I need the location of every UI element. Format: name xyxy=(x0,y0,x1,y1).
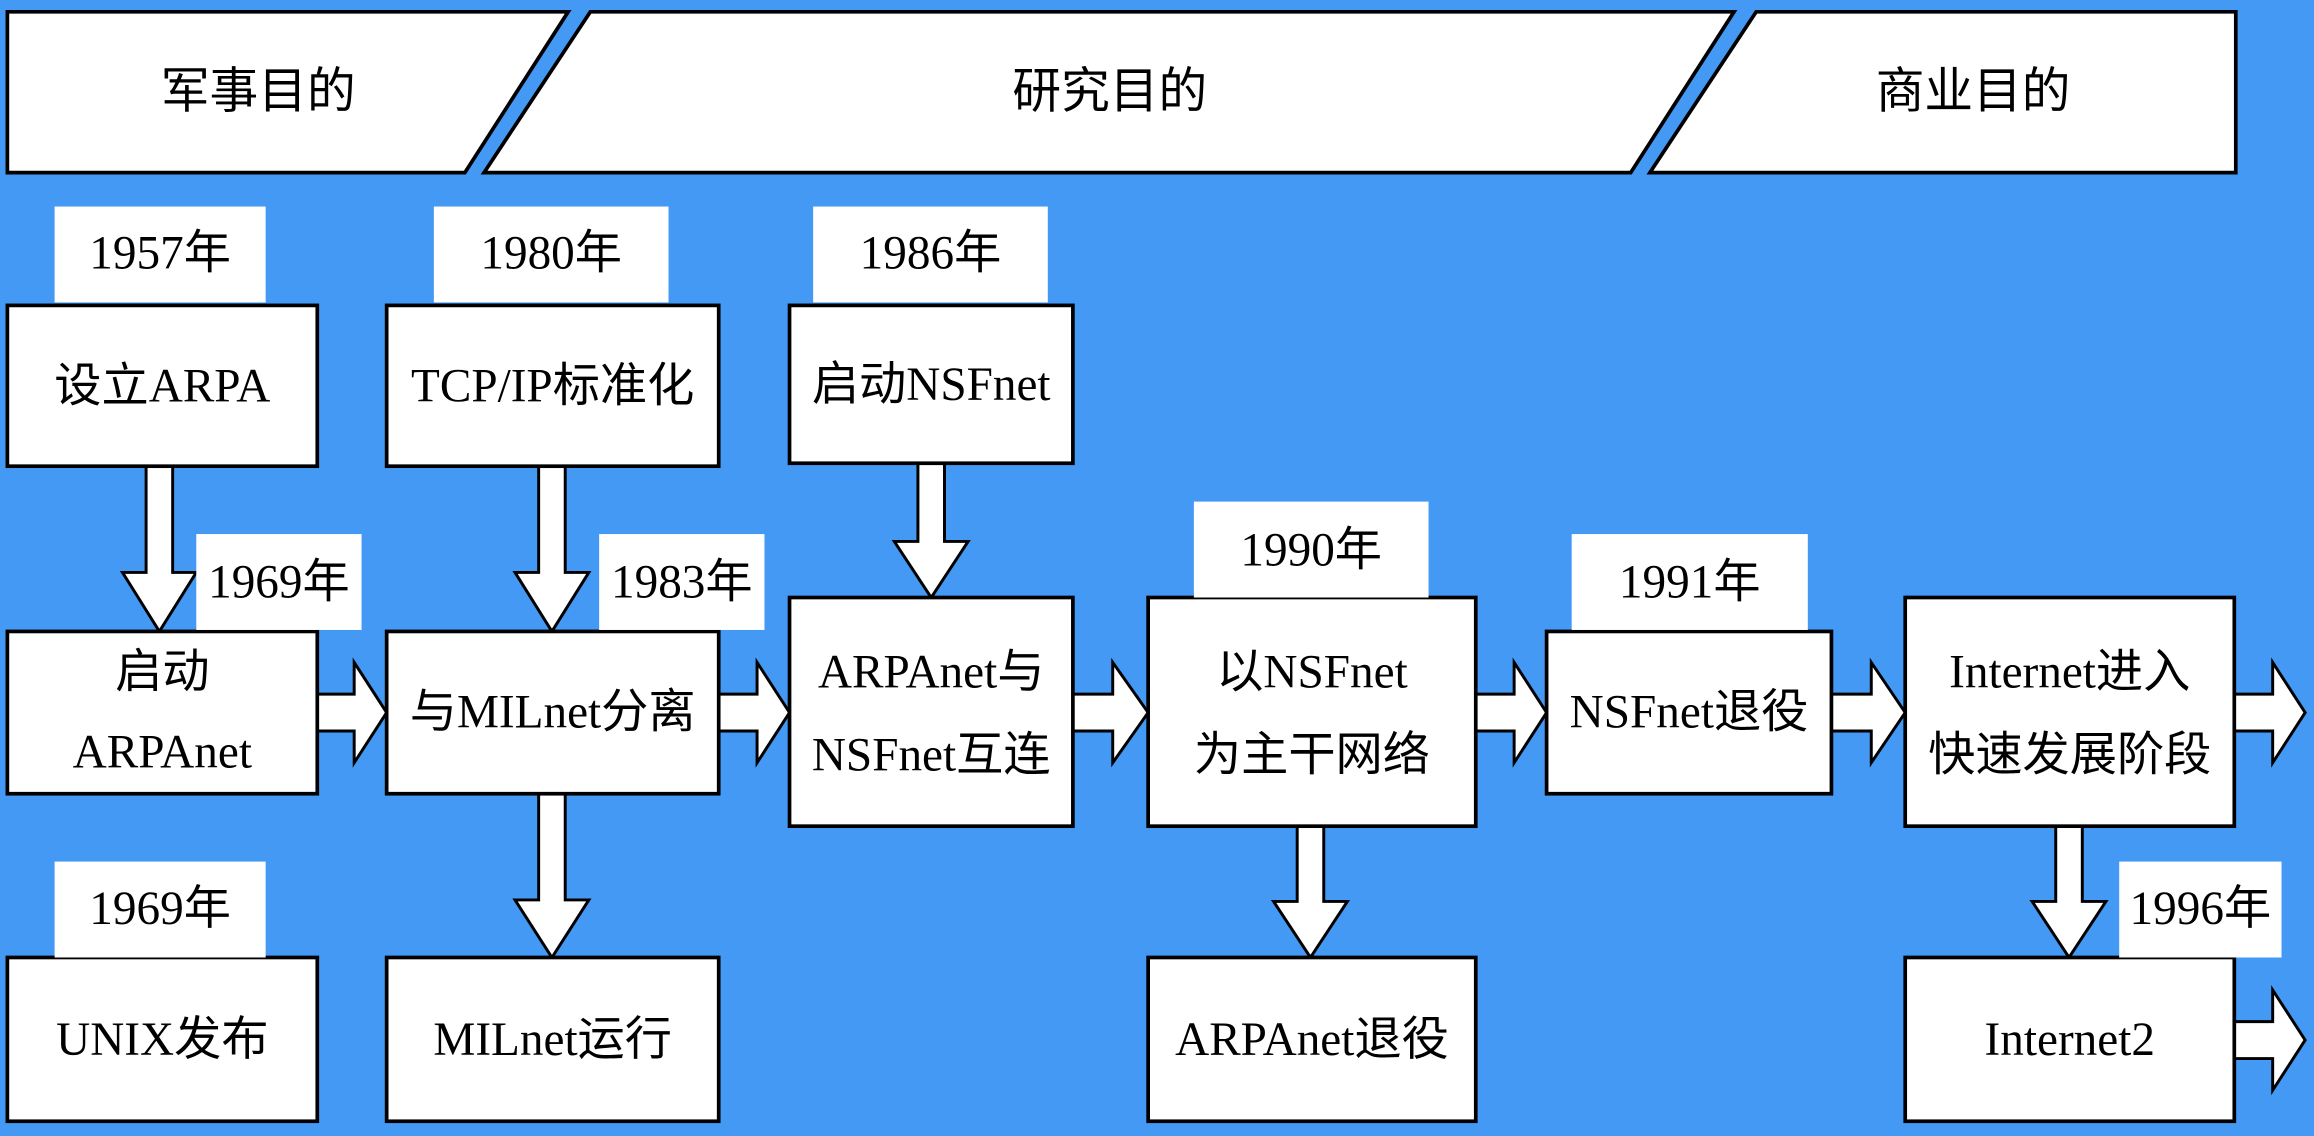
year-tag-internet2 xyxy=(2119,861,2282,958)
event-text-milnet-split: 与MILnet分离 xyxy=(410,687,696,739)
arrow-right-backbone-to-nsfnet-retired xyxy=(1474,657,1549,768)
year-tag-milnet-split xyxy=(599,534,765,630)
event-text-nsfnet-backbone-line2: 为主干网络 xyxy=(1194,728,1430,781)
phase-commercial-shape xyxy=(1646,9,2238,175)
phase-military-label: 军事目的 xyxy=(161,64,356,118)
event-text-tcpip-standard: TCP/IP标准化 xyxy=(411,361,694,413)
phase-research-label: 研究目的 xyxy=(1012,64,1207,118)
event-text-internet-growth-line2: 快速发展阶段 xyxy=(1928,729,2211,781)
arrow-down-tcpip-to-milnet-split xyxy=(512,464,592,635)
event-text-internet2: Internet2 xyxy=(1985,1014,2155,1066)
year-tag-launch-arpanet xyxy=(196,534,362,630)
event-text-nsfnet-retired: NSFnet退役 xyxy=(1570,687,1809,739)
year-tag-unix-release xyxy=(54,861,266,958)
event-box-milnet-split xyxy=(384,629,721,796)
year-tag-tcpip-standard xyxy=(433,206,669,303)
event-text-launch-arpanet-line1: 启动 xyxy=(115,647,209,699)
phase-military-shape xyxy=(5,9,572,175)
event-text-arpanet-retired: ARPAnet退役 xyxy=(1175,1014,1449,1066)
event-text-nsfnet-backbone-line1: 以NSFnet xyxy=(1216,647,1407,699)
year-tag-launch-nsfnet xyxy=(813,206,1048,303)
year-text-unix-release: 1969年 xyxy=(89,883,231,935)
arrow-down-milnet-split-to-milnet-run xyxy=(512,792,592,961)
phase-banner: 军事目的 研究目的 商业目的 xyxy=(5,9,2238,175)
arrows xyxy=(119,461,2307,1096)
year-text-nsfnet-retired: 1991年 xyxy=(1619,557,1761,609)
event-box-launch-arpanet xyxy=(5,629,320,796)
event-text-launch-arpanet-line2: ARPAnet xyxy=(73,726,252,778)
event-text-set-arpa: 设立ARPA xyxy=(54,361,270,413)
arrow-down-backbone-to-arpanet-retired xyxy=(1270,824,1351,961)
event-box-internet-growth xyxy=(1903,595,2237,829)
event-text-arpanet-nsfnet-link-line1: ARPAnet与 xyxy=(818,647,1044,699)
year-text-set-arpa: 1957年 xyxy=(89,228,231,280)
event-text-arpanet-nsfnet-link-line2: NSFnet互连 xyxy=(812,729,1051,781)
event-box-set-arpa xyxy=(5,303,320,469)
event-box-launch-nsfnet xyxy=(787,303,1075,466)
event-text-milnet-run: MILnet运行 xyxy=(433,1014,672,1066)
year-tags: 1957年 1980年 1986年 1969年 1983年 1990年 1991… xyxy=(54,206,2282,958)
year-text-launch-nsfnet: 1986年 xyxy=(860,228,1002,280)
arrow-right-link-to-backbone xyxy=(1071,657,1150,768)
event-box-arpanet-nsfnet-link xyxy=(787,595,1075,829)
arrow-right-launch-arpanet-to-milnet-split xyxy=(315,657,389,768)
arrow-right-growth-onward xyxy=(2232,657,2307,768)
arrow-down-set-arpa-to-launch-arpanet xyxy=(119,464,199,635)
event-text-launch-nsfnet: 启动NSFnet xyxy=(812,359,1051,411)
event-box-arpanet-retired xyxy=(1146,955,1478,1124)
event-boxes: 设立ARPA TCP/IP标准化 启动NSFnet 启动 ARPAnet 与MI… xyxy=(5,303,2237,1124)
year-tag-nsfnet-backbone xyxy=(1193,501,1429,598)
arrow-right-milnet-split-to-link xyxy=(717,657,792,768)
event-box-nsfnet-retired xyxy=(1544,629,1834,796)
phase-commercial-label: 商业目的 xyxy=(1876,64,2071,118)
year-text-milnet-split: 1983年 xyxy=(611,557,753,609)
phase-research-shape xyxy=(480,9,1738,175)
event-box-milnet-run xyxy=(384,955,721,1124)
event-text-internet-growth-line1: Internet进入 xyxy=(1949,647,2190,699)
year-text-launch-arpanet: 1969年 xyxy=(208,557,350,609)
arrow-down-launch-nsfnet-to-link xyxy=(891,461,971,601)
event-box-internet2 xyxy=(1903,955,2237,1124)
event-text-unix-release: UNIX发布 xyxy=(56,1014,268,1066)
year-tag-nsfnet-retired xyxy=(1571,534,1808,630)
event-box-nsfnet-backbone xyxy=(1146,595,1478,829)
year-text-nsfnet-backbone: 1990年 xyxy=(1240,524,1382,576)
year-text-tcpip-standard: 1980年 xyxy=(480,228,622,280)
arrow-right-internet2-onward xyxy=(2232,984,2307,1096)
year-text-internet2: 1996年 xyxy=(2130,883,2272,935)
year-tag-set-arpa xyxy=(54,206,266,303)
event-box-tcpip-standard xyxy=(384,303,721,469)
arrow-down-growth-to-internet2 xyxy=(2029,824,2109,961)
arrow-right-nsfnet-retired-to-growth xyxy=(1829,657,1907,768)
event-box-unix-release xyxy=(5,955,320,1124)
